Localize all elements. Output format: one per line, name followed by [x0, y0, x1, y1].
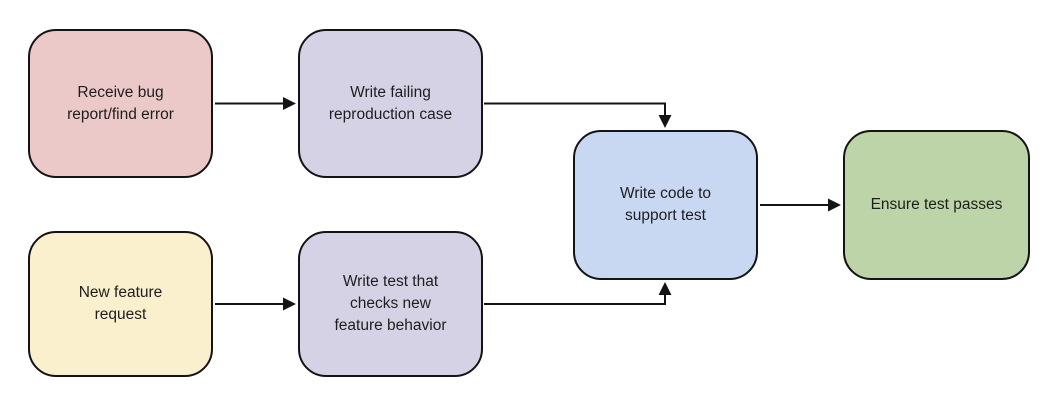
node-label: Receive bug report/find error	[67, 83, 174, 123]
node-new-feature-request: New feature request	[28, 231, 213, 377]
node-write-test-new-feature: Write test that checks new feature behav…	[298, 231, 483, 377]
node-label: Write failing reproduction case	[328, 83, 453, 123]
node-label: Write test that checks new feature behav…	[334, 273, 447, 334]
edge-test-to-code-arrow	[484, 282, 672, 305]
edge-reproduction-to-code-arrow	[484, 102, 672, 128]
node-label: New feature request	[78, 284, 163, 323]
node-receive-bug-report: Receive bug report/find error	[28, 29, 213, 178]
node-write-failing-reproduction: Write failing reproduction case	[298, 29, 483, 178]
node-label: Ensure test passes	[870, 196, 1003, 213]
node-ensure-test-passes: Ensure test passes	[843, 130, 1030, 280]
node-label: Write code to support test	[619, 185, 712, 224]
node-write-code-support-test: Write code to support test	[573, 130, 758, 280]
